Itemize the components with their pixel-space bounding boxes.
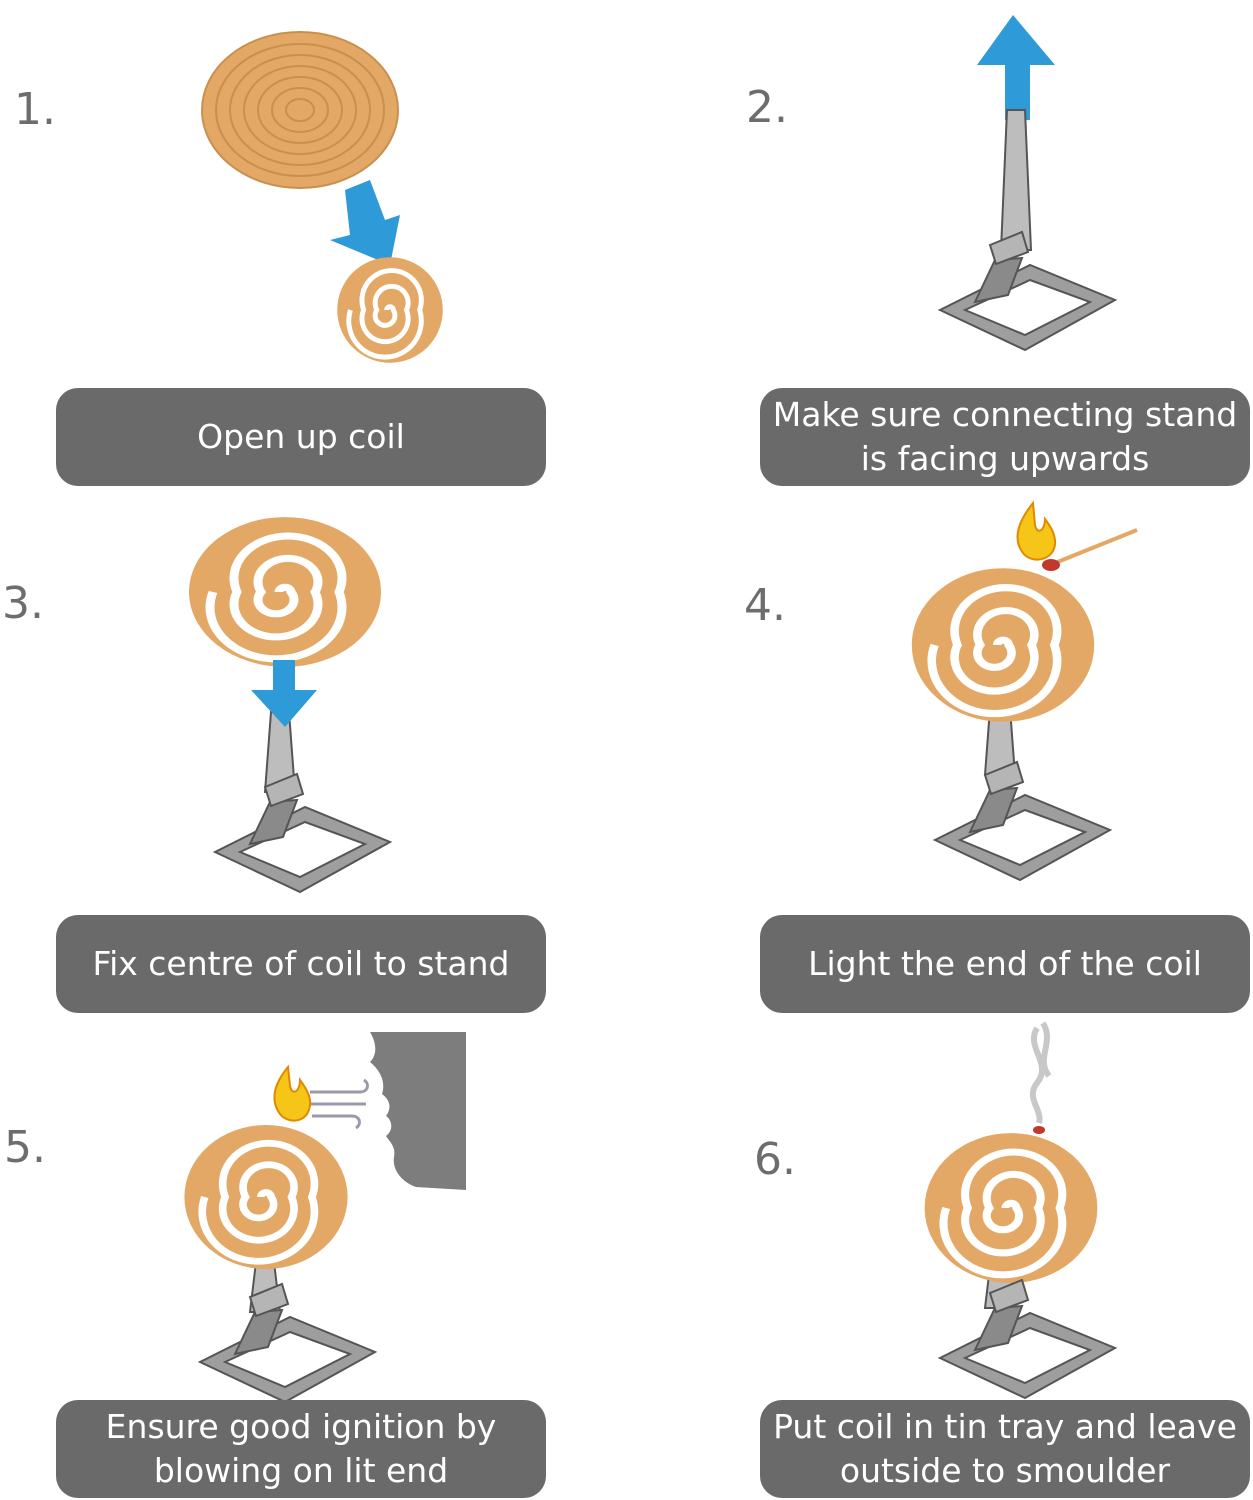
coil-stand-icon	[939, 1279, 1116, 1399]
coil-spiral-icon	[337, 257, 443, 363]
step-1-number: 1.	[14, 84, 56, 135]
coil-spiral-icon	[184, 1125, 347, 1269]
coil-stand-icon	[934, 761, 1111, 881]
step-6-caption: Put coil in tin tray and leave outside t…	[760, 1400, 1250, 1498]
coil-stand-icon	[939, 231, 1116, 351]
match-icon	[1042, 528, 1138, 571]
step-3-number: 3.	[2, 578, 44, 629]
coil-stand-icon	[199, 1283, 376, 1403]
step-3-illustration	[185, 512, 391, 893]
step-2-illustration	[939, 15, 1116, 351]
arrow-down-icon	[330, 180, 400, 265]
step-1-illustration	[201, 31, 445, 370]
step-4-caption: Light the end of the coil	[760, 915, 1250, 1013]
coil-spiral-icon	[189, 517, 381, 667]
step-6-illustration	[925, 1021, 1116, 1399]
coil-spiral-icon	[912, 568, 1094, 722]
arrow-down-icon	[251, 660, 317, 727]
step-6-number: 6.	[754, 1134, 796, 1185]
arrow-up-icon	[977, 15, 1055, 120]
smoke-icon	[1029, 1021, 1052, 1124]
flame-icon	[273, 1064, 312, 1122]
face-silhouette-icon	[370, 1032, 466, 1190]
step-5-caption: Ensure good ignition by blowing on lit e…	[56, 1400, 546, 1498]
step-1-caption: Open up coil	[56, 388, 546, 486]
wind-icon	[305, 1078, 369, 1130]
step-5-illustration	[180, 1032, 466, 1403]
coil-spiral-icon	[201, 31, 399, 189]
step-4-illustration	[905, 500, 1138, 881]
step-2-caption: Make sure connecting stand is facing upw…	[760, 388, 1250, 486]
step-2-number: 2.	[746, 82, 788, 133]
step-3-caption: Fix centre of coil to stand	[56, 915, 546, 1013]
coil-spiral-icon	[925, 1133, 1098, 1283]
step-5-number: 5.	[4, 1122, 46, 1173]
coil-stand-icon	[214, 773, 391, 893]
flame-icon	[1016, 500, 1057, 561]
step-4-number: 4.	[744, 580, 786, 631]
